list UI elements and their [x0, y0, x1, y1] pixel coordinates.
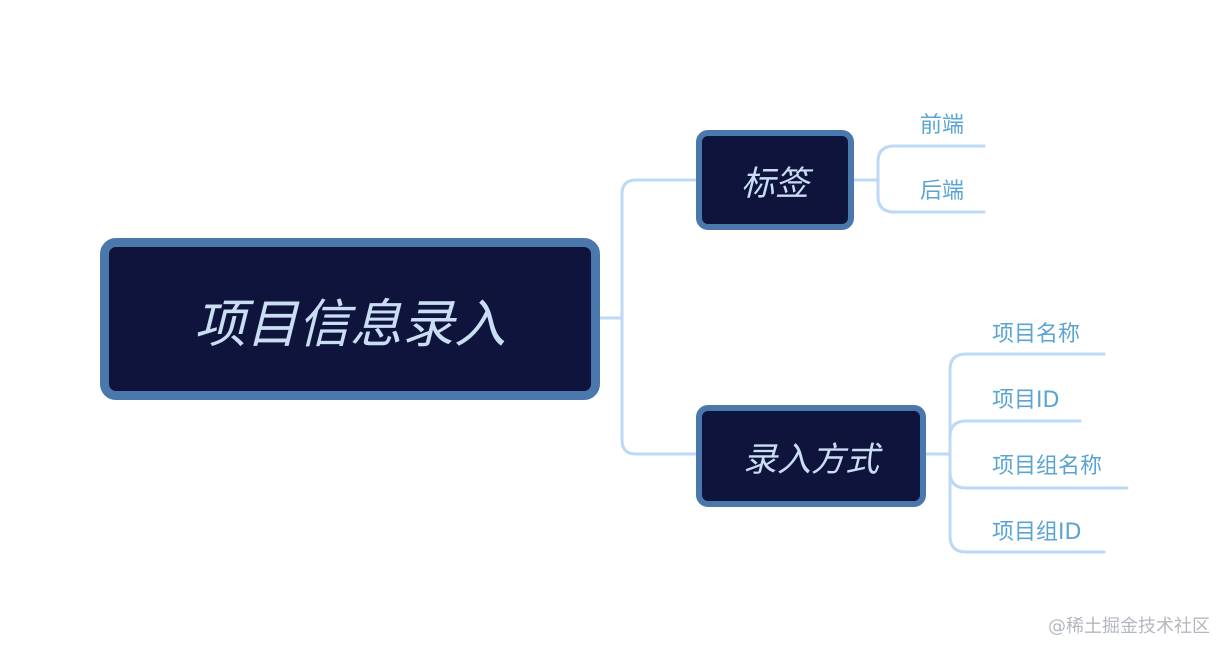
root-node-label: 项目信息录入: [193, 294, 506, 355]
leaf-frontend[interactable]: 前端: [920, 113, 965, 138]
leaf-project-id[interactable]: 项目ID: [992, 388, 1060, 413]
root-node[interactable]: 项目信息录入: [100, 238, 600, 400]
branch-node-input-method[interactable]: 录入方式: [696, 405, 926, 507]
connector-leaf-project-id: [948, 419, 1082, 439]
leaf-project-group-name[interactable]: 项目组名称: [992, 454, 1103, 479]
connector-root-to-tags: [620, 178, 698, 456]
leaf-project-group-id[interactable]: 项目组ID: [992, 520, 1082, 545]
connector-tags-leaves: [876, 144, 986, 214]
watermark: @稀土掘金技术社区: [1048, 616, 1210, 637]
branch-node-input-method-label: 录入方式: [743, 439, 879, 480]
connector-leaf-group-name: [948, 470, 1129, 490]
branch-node-tags-label: 标签: [741, 163, 809, 204]
leaf-backend[interactable]: 后端: [920, 179, 965, 204]
leaf-project-name[interactable]: 项目名称: [992, 322, 1081, 347]
branch-node-tags[interactable]: 标签: [696, 130, 854, 230]
connector-input-leaves: [948, 352, 1106, 554]
